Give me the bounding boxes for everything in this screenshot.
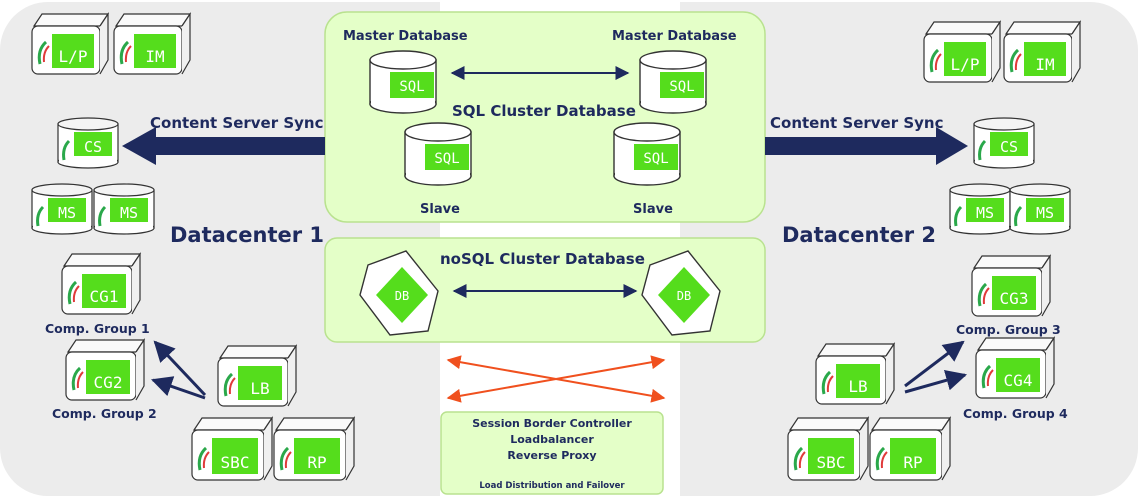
sql-slave-left-db: SQL: [404, 122, 472, 186]
dc2-cs-server: CS: [973, 117, 1035, 169]
dc1-cs-server: CS: [57, 117, 119, 169]
dc1-cg2-server-label: CG2: [94, 373, 123, 392]
sql-master-right-db-label: SQL: [669, 79, 694, 95]
dc1-lb-to-cg1-arrow: [153, 340, 207, 397]
dc1-ms-a-server-label: MS: [58, 204, 76, 222]
dc1-im-server-label: IM: [145, 47, 164, 66]
dc1-ms-b-server: MS: [93, 183, 155, 235]
sql-master-left-db-label: SQL: [399, 79, 424, 95]
edge-line-1: Session Border Controller: [472, 417, 632, 430]
dc2-group-3-label: Comp. Group 3: [956, 322, 1061, 337]
dc1-rp-server-label: RP: [307, 453, 326, 472]
sql-slave-right-db-label: SQL: [643, 151, 668, 167]
dc1-sbc-server-label: SBC: [221, 453, 250, 472]
dc2-lb-server: LB: [815, 342, 896, 405]
dc1-title: Datacenter 1: [170, 223, 324, 247]
dc1-sbc-server: SBC: [191, 416, 274, 481]
dc2-sync-label: Content Server Sync: [770, 114, 944, 132]
nosql-cluster-title: noSQL Cluster Database: [440, 250, 645, 268]
dc2-cg4-server-label: CG4: [1004, 371, 1033, 390]
nosql-db-right-label: DB: [677, 289, 691, 303]
sql-slave-right-db: SQL: [613, 122, 681, 186]
dc2-sbc-server: SBC: [787, 416, 870, 481]
dc2-rp-server: RP: [869, 416, 952, 481]
dc2-lb-server-label: LB: [848, 377, 867, 396]
dc1-cg1-server-label: CG1: [90, 287, 119, 306]
sql-master-right-db: SQL: [639, 50, 707, 114]
dc2-lp-server-label: L/P: [951, 55, 980, 74]
nosql-db-left: DB: [359, 250, 439, 336]
dc2-lb-to-cg4-arrow: [904, 370, 968, 394]
dc2-sbc-server-label: SBC: [817, 453, 846, 472]
dc2-lp-server: L/P: [923, 20, 1002, 83]
dc2-ms-b-server-label: MS: [1036, 204, 1054, 222]
sql-cluster-title: SQL Cluster Database: [452, 102, 636, 120]
content-sync-arrow-right: [765, 127, 968, 165]
dc1-sync-label: Content Server Sync: [150, 114, 324, 132]
sql-master-left-label: Master Database: [343, 29, 468, 44]
dc1-im-server: IM: [113, 12, 192, 75]
sql-master-left-db: SQL: [369, 50, 437, 114]
dc1-rp-server: RP: [273, 416, 356, 481]
dc2-im-server-label: IM: [1035, 55, 1054, 74]
content-sync-arrow-left: [122, 127, 325, 165]
dc1-cg1-server: CG1: [61, 252, 142, 315]
dc2-ms-a-server-label: MS: [976, 204, 994, 222]
dc2-im-server: IM: [1003, 20, 1082, 83]
dc2-cg4-server: CG4: [975, 336, 1056, 399]
dc1-cg2-server: CG2: [65, 338, 146, 401]
dc2-cg3-server-label: CG3: [1000, 289, 1029, 308]
dc2-rp-server-label: RP: [903, 453, 922, 472]
dc2-cs-server-label: CS: [1000, 138, 1018, 156]
sql-slave-right-label: Slave: [633, 202, 673, 217]
sql-master-right-label: Master Database: [612, 29, 737, 44]
edge-line-2: Loadbalancer: [510, 433, 594, 446]
dc1-cs-server-label: CS: [84, 138, 102, 156]
failover-arrow-b: [446, 355, 666, 403]
dc2-ms-a-server: MS: [949, 183, 1011, 235]
edge-footer: Load Distribution and Failover: [479, 481, 625, 491]
dc1-lp-server: L/P: [31, 12, 110, 75]
dc2-lb-to-cg3-arrow: [904, 340, 965, 388]
dc2-ms-b-server: MS: [1009, 183, 1071, 235]
dc1-lp-server-label: L/P: [59, 47, 88, 66]
dc2-cg3-server: CG3: [971, 254, 1052, 317]
nosql-db-left-label: DB: [395, 289, 409, 303]
dc1-lb-to-cg2-arrow: [151, 376, 206, 400]
dc1-ms-a-server: MS: [31, 183, 93, 235]
dc1-lb-server-label: LB: [250, 379, 269, 398]
dc1-ms-b-server-label: MS: [120, 204, 138, 222]
sql-slave-left-db-label: SQL: [434, 151, 459, 167]
dc1-lb-server: LB: [217, 344, 298, 407]
dc1-group-2-label: Comp. Group 2: [52, 406, 157, 421]
nosql-db-right: DB: [641, 250, 721, 336]
edge-services-box: [440, 411, 664, 495]
sql-slave-left-label: Slave: [420, 202, 460, 217]
dc2-group-4-label: Comp. Group 4: [963, 406, 1068, 421]
dc2-title: Datacenter 2: [782, 223, 936, 247]
edge-line-3: Reverse Proxy: [507, 449, 596, 462]
dc1-group-1-label: Comp. Group 1: [45, 321, 150, 336]
